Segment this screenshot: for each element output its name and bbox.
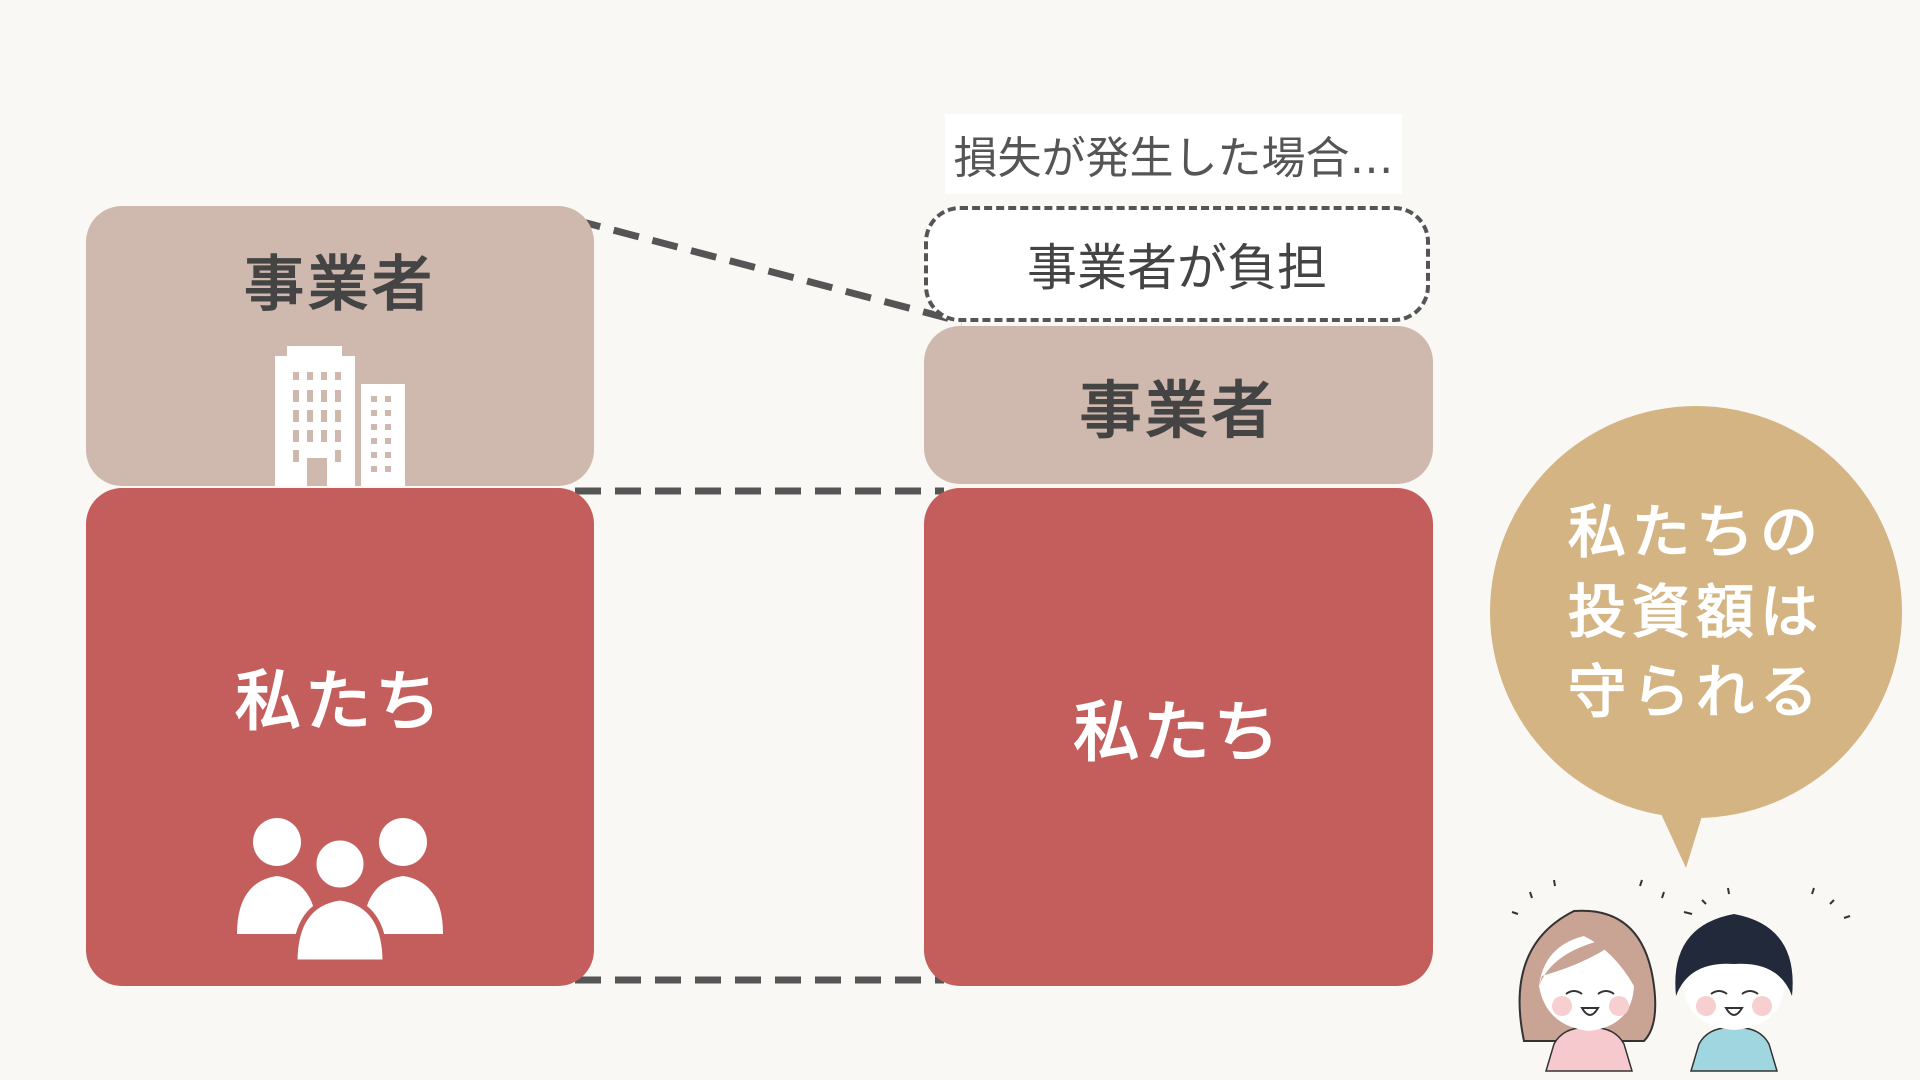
left-investors-label: 私たち	[235, 663, 445, 740]
bubble-line-1: 私たちの	[1567, 498, 1824, 566]
building-icon	[275, 346, 405, 486]
right-operator-block: 事業者	[924, 326, 1433, 484]
right-operator-label: 事業者	[1079, 374, 1278, 447]
bubble-line-3: 守られる	[1567, 658, 1824, 726]
left-operator-label: 事業者	[244, 250, 436, 320]
joy-sparkle-marks	[1511, 879, 1851, 919]
girl-character	[1518, 909, 1657, 1072]
speech-bubble: 私たちの 投資額は 守られる	[1490, 406, 1902, 818]
right-investors-block: 私たち	[924, 488, 1433, 986]
happy-couple-illustration	[1511, 879, 1851, 1072]
people-group-icon	[237, 818, 443, 964]
top-dashed-connector	[574, 216, 963, 326]
bubble-text: 私たちの 投資額は 守られる	[1568, 492, 1824, 732]
left-operator-block: 事業者	[86, 206, 594, 486]
loss-scenario-heading: 損失が発生した場合…	[945, 114, 1402, 194]
boy-character	[1675, 914, 1793, 1072]
right-investors-label: 私たち	[1073, 694, 1284, 771]
left-investors-block: 私たち	[86, 488, 594, 986]
operator-burden-box: 事業者が負担	[924, 206, 1430, 322]
bubble-line-2: 投資額は	[1567, 578, 1824, 646]
